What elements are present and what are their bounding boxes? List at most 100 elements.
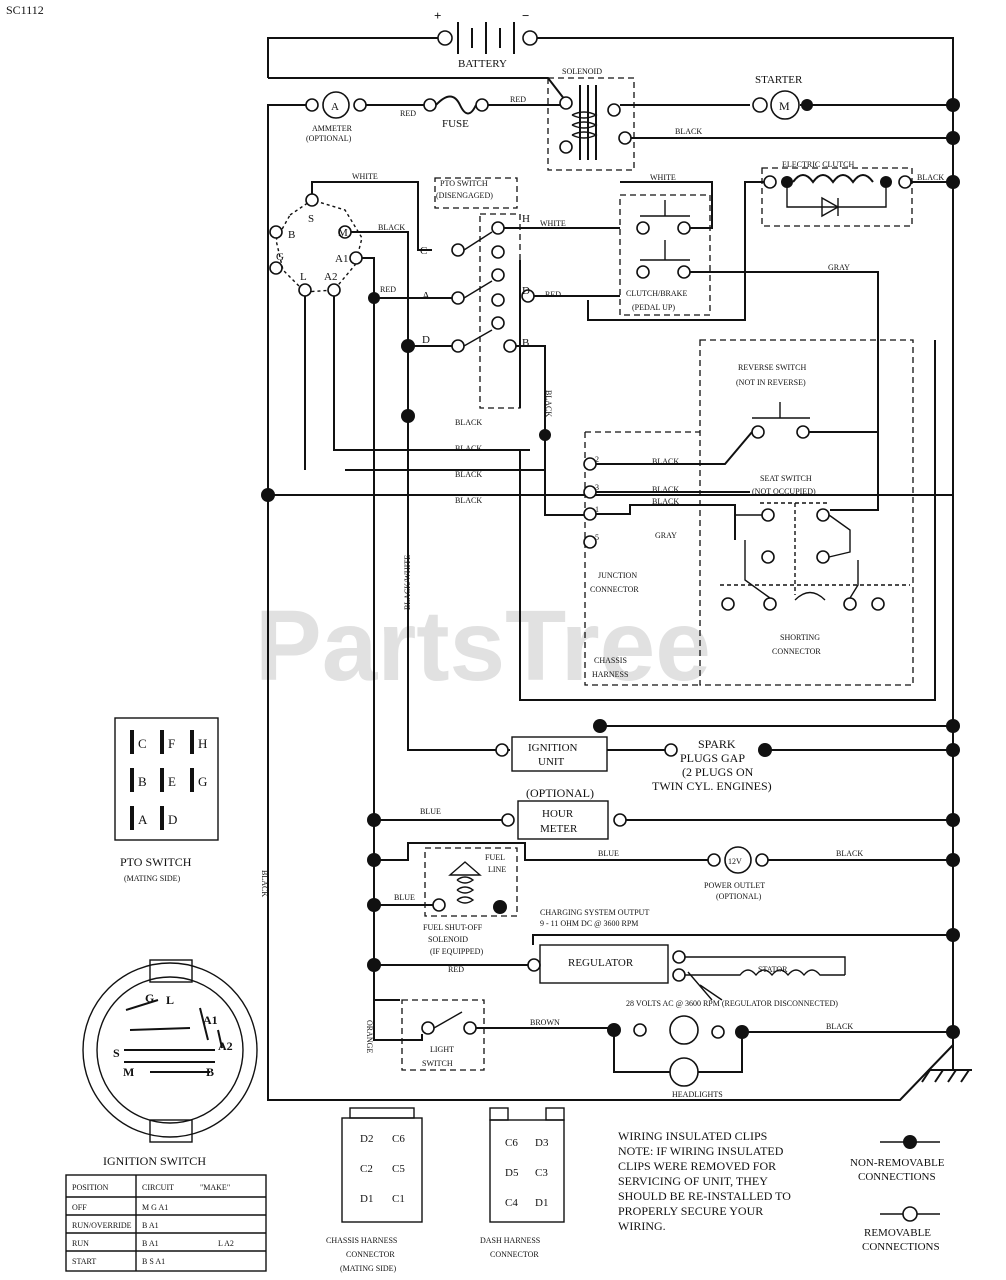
chassis-connector-pin: D2: [360, 1133, 373, 1145]
starter: M STARTER: [620, 74, 960, 120]
hour-meter-optional: (OPTIONAL): [526, 786, 594, 800]
spark-line-2: PLUGS GAP: [680, 751, 745, 765]
wire-label-black-1: BLACK: [378, 223, 405, 232]
shorting-subtitle: CONNECTOR: [772, 647, 821, 656]
starter-motor-icon: [770, 90, 800, 120]
headlight-icon-2: [669, 1057, 699, 1087]
pto-switch-title: PTO SWITCH: [440, 179, 488, 188]
legend: NON-REMOVABLE CONNECTIONS REMOVABLE CONN…: [850, 1135, 945, 1253]
pto-term-h: H: [522, 213, 530, 225]
ign-face-g: G: [145, 991, 154, 1005]
ignition-unit-title: IGNITION: [528, 742, 578, 754]
note-line: NOTE: IF WIRING INSULATED: [618, 1144, 784, 1158]
ignition-switch-face: G L A1 A2 S M B IGNITION SWITCH: [82, 959, 258, 1168]
ign-face-a2: A2: [218, 1039, 233, 1053]
chassis-harness-subtitle: HARNESS: [592, 670, 628, 679]
wire-label-black-j1: BLACK: [652, 457, 679, 466]
wire-label-black-solenoid: BLACK: [675, 127, 702, 136]
wire-label-red-2: RED: [510, 95, 526, 104]
wire-label-brown: BROWN: [530, 1018, 560, 1027]
pto-mating-blade: [190, 768, 194, 792]
ignition-switch-title: IGNITION SWITCH: [103, 1154, 206, 1168]
legend-nonremovable-title: NON-REMOVABLE: [850, 1157, 945, 1169]
fuel-shutoff-solenoid: FUEL LINE FUEL SHUT-OFF SOLENOID (IF EQU…: [423, 847, 518, 956]
pto-mating-letter: F: [168, 736, 175, 751]
ign-term-m: M: [338, 227, 348, 239]
pto-mating-blade: [160, 730, 164, 754]
fuel-line-subtitle: LINE: [488, 865, 506, 874]
ign-face-b: B: [206, 1065, 214, 1079]
dash-connector-pin: D1: [535, 1197, 548, 1209]
wire-label-gray-j: GRAY: [655, 531, 677, 540]
fuel-solenoid-title: FUEL SHUT-OFF: [423, 923, 483, 932]
dash-conn-title: DASH HARNESS: [480, 1236, 540, 1245]
shorting-connector: SHORTING CONNECTOR: [720, 540, 910, 656]
wire-label-red-5: RED: [448, 965, 464, 974]
power-outlet-symbol: 12V: [728, 857, 742, 866]
fuel-solenoid-note: (IF EQUIPPED): [430, 947, 483, 956]
ignition-unit: IGNITION UNIT: [495, 736, 608, 772]
ign-table-cell: OFF: [72, 1203, 87, 1212]
junction-pin-3: 3: [595, 483, 599, 492]
ign-face-m: M: [123, 1065, 134, 1079]
ign-term-a1: A1: [335, 253, 348, 265]
pto-mating-blade: [130, 730, 134, 754]
ign-term-s: S: [308, 213, 314, 225]
ammeter-label: AMMETER: [312, 124, 353, 133]
ign-term-g: G: [276, 251, 284, 263]
seat-switch-title: SEAT SWITCH: [760, 474, 812, 483]
watermark: PartsTree: [255, 590, 711, 702]
pto-mating-title: PTO SWITCH: [120, 855, 192, 869]
wire-label-black-j3: BLACK: [652, 497, 679, 506]
junction-pin-5: 5: [595, 533, 599, 542]
chassis-connector-pin: C1: [392, 1193, 405, 1205]
stator: STATOR: [685, 956, 846, 1001]
pto-mating-blade: [130, 768, 134, 792]
ignition-terminal-cluster: S B M A1 A2 L G: [269, 193, 363, 297]
note-line: WIRING INSULATED CLIPS: [618, 1129, 767, 1143]
note-line: SERVICING OF UNIT, THEY: [618, 1174, 768, 1188]
chassis-connector-pin: C2: [360, 1163, 373, 1175]
pto-term-b-left: D: [422, 334, 430, 346]
pto-mating-letter: C: [138, 736, 147, 751]
wire-label-blue-1: BLUE: [420, 807, 441, 816]
chassis-conn-subtitle: CONNECTOR: [346, 1250, 395, 1259]
ign-face-l: L: [166, 993, 174, 1007]
ammeter-symbol: A: [331, 101, 339, 113]
solenoid-label: SOLENOID: [562, 67, 602, 76]
charging-output-spec: 9 - 11 OHM DC @ 3600 RPM: [540, 919, 638, 928]
light-switch-subtitle: SWITCH: [422, 1059, 453, 1068]
note-line: PROPERLY SECURE YOUR: [618, 1204, 763, 1218]
wire-label-black-white: BLACK/WHITE: [403, 555, 412, 610]
reverse-switch: REVERSE SWITCH (NOT IN REVERSE): [699, 339, 914, 686]
ign-table-cell: B A1: [142, 1239, 159, 1248]
regulator-label: REGULATOR: [568, 957, 634, 969]
battery-negative-terminal: [522, 30, 538, 46]
ign-table-cell: M G A1: [142, 1203, 168, 1212]
battery-plus-sign: +: [434, 8, 441, 23]
wire-label-black-h2: BLACK: [455, 444, 482, 453]
battery-label: BATTERY: [458, 58, 507, 70]
regulator: REGULATOR: [527, 944, 686, 984]
dash-connector-pin: C6: [505, 1137, 518, 1149]
starter-symbol: M: [779, 99, 790, 113]
chassis-harness-title: CHASSIS: [594, 656, 627, 665]
spark-line-3: (2 PLUGS ON: [682, 765, 754, 779]
ign-table-cell: B A1: [142, 1221, 159, 1230]
pto-mating-subtitle: (MATING SIDE): [124, 874, 181, 883]
ac-note: 28 VOLTS AC @ 3600 RPM (REGULATOR DISCON…: [626, 999, 838, 1008]
wire-label-white-3: WHITE: [650, 173, 676, 182]
ign-table-header: CIRCUIT: [142, 1183, 174, 1192]
pto-mating-letter: B: [138, 774, 147, 789]
wire-label-blue-2: BLUE: [598, 849, 619, 858]
note-line: WIRING.: [618, 1219, 666, 1233]
note-line: CLIPS WERE REMOVED FOR: [618, 1159, 776, 1173]
spark-line-1: SPARK: [698, 737, 736, 751]
pto-term-b: B: [522, 337, 529, 349]
wire-label-white-1: WHITE: [352, 172, 378, 181]
chassis-conn-title: CHASSIS HARNESS: [326, 1236, 397, 1245]
ign-table-header: "MAKE": [200, 1183, 230, 1192]
